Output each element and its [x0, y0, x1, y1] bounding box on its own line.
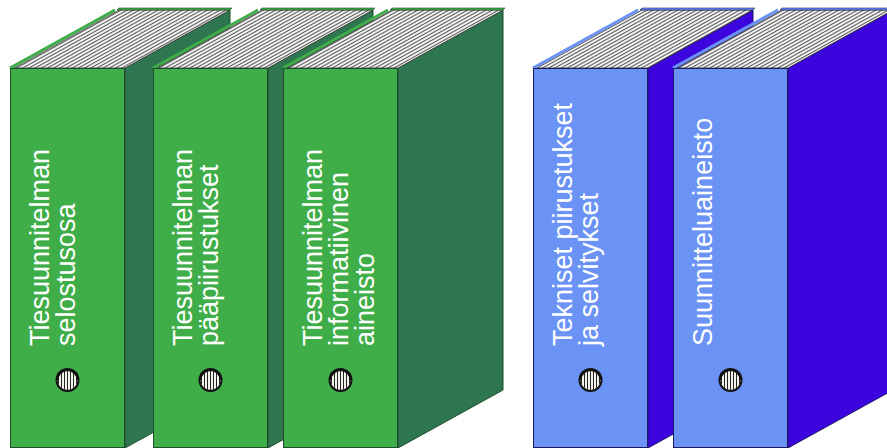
ring-hole [579, 368, 603, 392]
ring-stripe [596, 368, 597, 392]
ring-stripe [602, 368, 603, 392]
binder-side [788, 10, 887, 448]
ring-stripe [349, 368, 350, 392]
ring-stripe [730, 368, 731, 392]
ring-stripe [590, 368, 591, 392]
binder-label: Tekniset piirustukset ja selvitykset [550, 96, 602, 346]
ring-hole-rim [199, 368, 223, 392]
ring-stripe [587, 368, 588, 392]
ring-stripe [599, 368, 600, 392]
ring-stripe [207, 368, 208, 392]
back-cover-edge [260, 8, 375, 10]
ring-stripe [64, 368, 65, 392]
ring-stripe [201, 368, 202, 392]
ring-stripe [213, 368, 214, 392]
ring-stripe [721, 368, 722, 392]
ring-stripe [724, 368, 725, 392]
ring-shadow [581, 370, 601, 380]
binder-spine: Tekniset piirustukset ja selvitykset [533, 68, 648, 448]
page-edges [287, 10, 503, 68]
ring-hole [56, 368, 80, 392]
ring-hole-rim [56, 368, 80, 392]
front-cover-edge [283, 10, 388, 68]
ring-stripe [343, 368, 344, 392]
ring-stripe [67, 368, 68, 392]
ring-hole [719, 368, 743, 392]
front-cover-edge [673, 10, 778, 68]
ring-stripe [216, 368, 217, 392]
ring-stripe [73, 368, 74, 392]
ring-shadow [331, 370, 351, 380]
ring-hole-rim [719, 368, 743, 392]
ring-stripe [733, 368, 734, 392]
ring-stripe [736, 368, 737, 392]
ring-stripe [334, 368, 335, 392]
back-cover-edge [780, 8, 887, 10]
ring-stripe [61, 368, 62, 392]
ring-stripe [55, 368, 56, 392]
binder-body [283, 8, 505, 448]
ring-shadow [201, 370, 221, 380]
ring-stripe [718, 368, 719, 392]
ring-stripe [742, 368, 743, 392]
ring-shadow [721, 370, 741, 380]
ring-stripe [222, 368, 223, 392]
ring-stripe [739, 368, 740, 392]
ring-stripe [584, 368, 585, 392]
back-cover-edge [117, 8, 232, 10]
ring-stripe [593, 368, 594, 392]
ring-stripe [581, 368, 582, 392]
ring-hole [329, 368, 353, 392]
front-cover-edge [153, 10, 258, 68]
ring-stripe [352, 368, 353, 392]
ring-stripe [346, 368, 347, 392]
ring-shadow [58, 370, 78, 380]
front-cover-edge [533, 10, 638, 68]
ring-stripe [219, 368, 220, 392]
binder-label: Suunnitteluaineisto [690, 96, 716, 346]
binder-spine: Tiesuunnitelman pääpiirustukset [153, 68, 268, 448]
ring-stripe [340, 368, 341, 392]
binder-body [673, 8, 887, 448]
ring-stripe [76, 368, 77, 392]
ring-stripe [210, 368, 211, 392]
binder-spine: Tiesuunnitelman selostusosa [10, 68, 125, 448]
ring-stripe [58, 368, 59, 392]
front-cover-edge [10, 10, 115, 68]
ring-hole [199, 368, 223, 392]
back-cover-edge [640, 8, 755, 10]
ring-stripe [331, 368, 332, 392]
ring-hole-rim [329, 368, 353, 392]
ring-stripe [337, 368, 338, 392]
binder-label: Tiesuunnitelman informatiivinen aineisto [300, 96, 378, 346]
ring-stripe [328, 368, 329, 392]
ring-stripe [70, 368, 71, 392]
ring-stripe [578, 368, 579, 392]
binder-spine: Tiesuunnitelman informatiivinen aineisto [283, 68, 398, 448]
page-edges [677, 10, 887, 68]
ring-stripe [204, 368, 205, 392]
binder-side [398, 10, 503, 448]
binder-label: Tiesuunnitelman pääpiirustukset [170, 96, 222, 346]
ring-stripe [79, 368, 80, 392]
ring-hole-rim [579, 368, 603, 392]
ring-stripe [198, 368, 199, 392]
ring-stripe [727, 368, 728, 392]
binder-label: Tiesuunnitelman selostusosa [27, 96, 79, 346]
back-cover-edge [390, 8, 505, 10]
binder-spine: Suunnitteluaineisto [673, 68, 788, 448]
